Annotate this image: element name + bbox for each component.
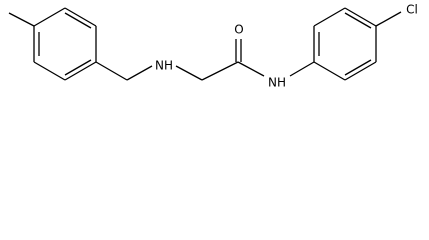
- double-bond-inner: [64, 12, 92, 29]
- atom-label-nh-amine: NH: [155, 59, 173, 73]
- double-bond-inner: [64, 59, 92, 76]
- bond: [64, 7, 97, 27]
- chlorophenyl-ring: [313, 7, 377, 81]
- bond: [313, 61, 346, 81]
- bond-n-aryl: [289, 61, 315, 77]
- atom-label-cl: Cl: [406, 3, 418, 17]
- bond: [313, 7, 346, 27]
- bond: [33, 7, 66, 27]
- tolyl-ring: [33, 7, 97, 81]
- bond-methyl: [8, 12, 35, 27]
- bond-carbonyl-n: [237, 61, 265, 77]
- bond-n-ch2: [175, 65, 203, 81]
- atom-label-o: O: [234, 23, 243, 37]
- atom-label-nh-amide: NH: [268, 76, 286, 90]
- bond: [344, 61, 377, 81]
- bond: [64, 61, 97, 81]
- bond-ch2-carbonyl: [201, 61, 239, 81]
- bond-ch2-n: [126, 65, 153, 81]
- structure-diagram: NH O NH Cl: [8, 3, 418, 90]
- double-bond-inner: [344, 59, 372, 76]
- bond: [33, 61, 66, 81]
- double-bond-inner: [344, 12, 372, 29]
- bond: [344, 7, 377, 27]
- bond-benzyl: [95, 61, 128, 81]
- bond-c-cl: [375, 11, 402, 27]
